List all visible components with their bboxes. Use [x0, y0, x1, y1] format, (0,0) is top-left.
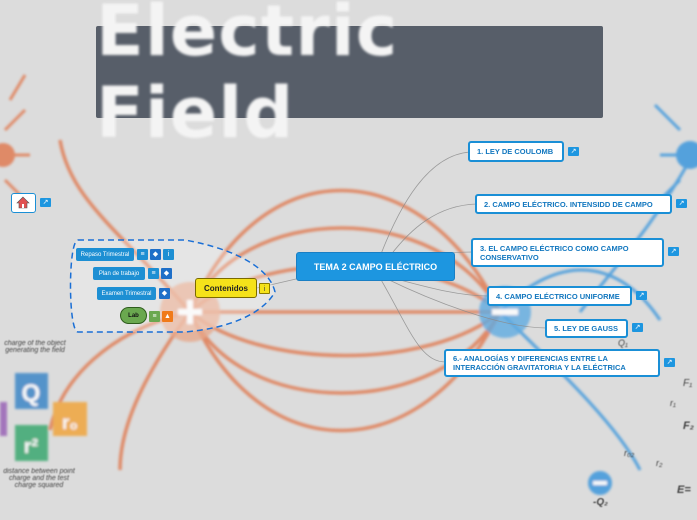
dropbox-icon[interactable]: ◆	[159, 288, 170, 299]
home-icon	[16, 196, 30, 209]
charge-note: charge of the object generating the fiel…	[4, 340, 66, 354]
svg-text:Q: Q	[22, 380, 41, 407]
list-icon[interactable]: ≡	[149, 311, 160, 322]
plan-de-trabajo-item[interactable]: Plan de trabajo	[93, 267, 145, 280]
branch-analogias[interactable]: 6.- ANALOGÍAS Y DIFERENCIAS ENTRE LA INT…	[444, 349, 660, 377]
branch-campo-uniforme[interactable]: 4. CAMPO ELÉCTRICO UNIFORME	[487, 286, 632, 306]
contenidos-node[interactable]: Contenidos	[195, 278, 257, 298]
dropbox-icon[interactable]: ◆	[161, 268, 172, 279]
svg-text:r²: r²	[24, 436, 39, 458]
list-icon[interactable]: ≡	[148, 268, 159, 279]
link-icon[interactable]: ↗	[636, 291, 647, 300]
home-node[interactable]	[11, 193, 36, 213]
note-icon[interactable]: i	[163, 249, 174, 260]
page-title: Electric Field	[96, 0, 399, 154]
examen-trimestral-item[interactable]: Examen Trimestral	[97, 287, 156, 300]
branch-campo-conservativo[interactable]: 3. EL CAMPO ELÉCTRICO COMO CAMPO CONSERV…	[471, 238, 664, 267]
e-label: E=	[677, 484, 691, 496]
q2-label: -Q₂	[593, 497, 608, 508]
f1-label: F₁	[683, 378, 693, 389]
list-icon[interactable]: ≡	[137, 249, 148, 260]
distance-note: distance between point charge and the te…	[3, 468, 75, 489]
branch-ley-de-coulomb[interactable]: 1. LEY DE COULOMB	[468, 141, 564, 162]
r02-label: r₀₂	[624, 448, 635, 458]
link-icon[interactable]: ↗	[668, 247, 679, 256]
link-icon[interactable]: ↗	[632, 323, 643, 332]
link-icon[interactable]: ↗	[676, 199, 687, 208]
q1-label: Q₁	[618, 338, 628, 348]
f2-label: F₂	[683, 420, 694, 432]
home-link-icon[interactable]: ↗	[40, 198, 51, 207]
svg-text:r₀: r₀	[62, 413, 78, 434]
branch-campo-electrico[interactable]: 2. CAMPO ELÉCTRICO. INTENSIDD DE CAMPO	[475, 194, 672, 214]
branch-ley-de-gauss[interactable]: 5. LEY DE GAUSS	[545, 319, 628, 338]
lab-item[interactable]: Lab	[120, 307, 147, 324]
dropbox-icon[interactable]: ◆	[150, 249, 161, 260]
central-topic[interactable]: TEMA 2 CAMPO ELÉCTRICO	[296, 252, 455, 281]
title-banner	[96, 26, 603, 118]
r2-label: r₂	[656, 458, 663, 468]
flame-icon[interactable]: ▲	[162, 311, 173, 322]
r1-label: r₁	[670, 398, 676, 408]
note-icon[interactable]: i	[259, 283, 270, 294]
link-icon[interactable]: ↗	[568, 147, 579, 156]
repaso-trimestral-item[interactable]: Repaso Trimestral	[76, 248, 134, 261]
link-icon[interactable]: ↗	[664, 358, 675, 367]
